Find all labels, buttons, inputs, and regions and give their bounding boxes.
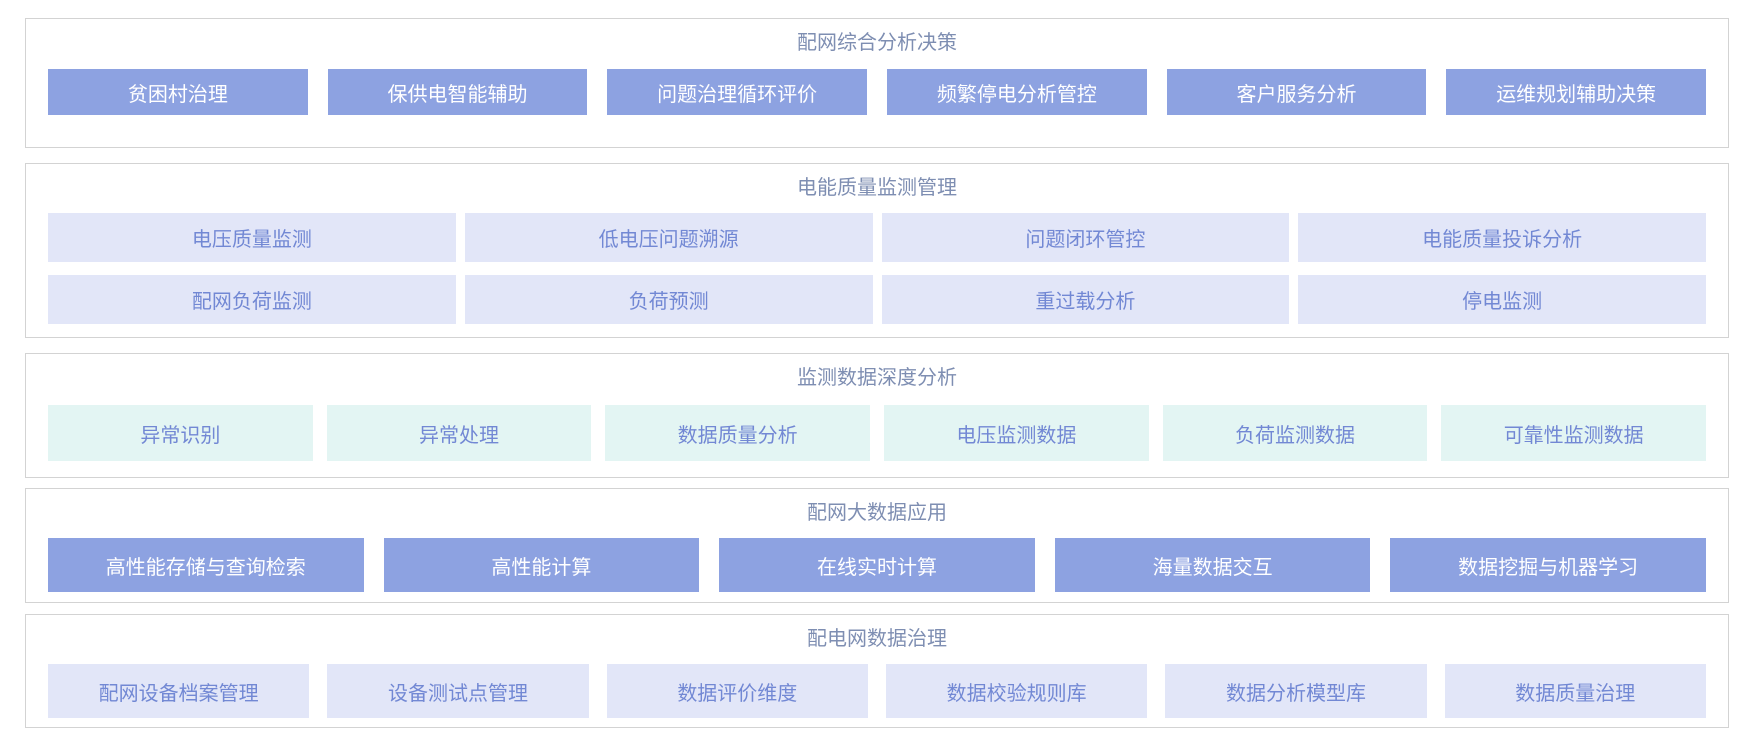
section-title-power-quality-monitoring: 电能质量监测管理: [797, 177, 957, 199]
button-row: 贫困村治理保供电智能辅助问题治理循环评价频繁停电分析管控客户服务分析运维规划辅助…: [48, 69, 1707, 115]
section-title-distribution-big-data-application: 配网大数据应用: [807, 502, 947, 524]
section-panel-distribution-network-data-governance: 配电网数据治理配网设备档案管理设备测试点管理数据评价维度数据校验规则库数据分析模…: [25, 614, 1729, 728]
module-button[interactable]: 低电压问题溯源: [464, 213, 873, 262]
module-button[interactable]: 设备测试点管理: [327, 664, 589, 718]
module-button[interactable]: 可靠性监测数据: [1441, 405, 1707, 461]
module-button[interactable]: 问题治理循环评价: [607, 69, 868, 115]
section-panel-distribution-big-data-application: 配网大数据应用高性能存储与查询检索高性能计算在线实时计算海量数据交互数据挖掘与机…: [25, 488, 1729, 603]
module-button[interactable]: 保供电智能辅助: [327, 69, 588, 115]
button-row: 配网设备档案管理设备测试点管理数据评价维度数据校验规则库数据分析模型库数据质量治…: [48, 664, 1706, 718]
module-button[interactable]: 高性能计算: [383, 538, 700, 592]
module-button[interactable]: 运维规划辅助决策: [1446, 69, 1707, 115]
module-button[interactable]: 异常处理: [326, 405, 592, 461]
module-button[interactable]: 负荷监测数据: [1162, 405, 1428, 461]
module-button[interactable]: 数据质量分析: [605, 405, 871, 461]
section-title-comprehensive-analysis-decision: 配网综合分析决策: [797, 32, 957, 54]
module-button[interactable]: 客户服务分析: [1166, 69, 1427, 115]
panel-stack: 配网综合分析决策贫困村治理保供电智能辅助问题治理循环评价频繁停电分析管控客户服务…: [25, 18, 1729, 728]
module-button[interactable]: 频繁停电分析管控: [887, 69, 1147, 115]
module-button[interactable]: 重过载分析: [881, 275, 1290, 324]
section-panel-monitoring-data-deep-analysis: 监测数据深度分析异常识别异常处理数据质量分析电压监测数据负荷监测数据可靠性监测数…: [25, 353, 1729, 478]
module-button[interactable]: 数据评价维度: [606, 664, 868, 718]
module-button[interactable]: 异常识别: [48, 405, 313, 461]
module-button[interactable]: 贫困村治理: [48, 69, 308, 115]
module-button[interactable]: 电压质量监测: [48, 213, 456, 262]
module-button[interactable]: 高性能存储与查询检索: [48, 538, 364, 592]
module-button[interactable]: 配网负荷监测: [48, 275, 456, 324]
module-button[interactable]: 负荷预测: [464, 275, 873, 324]
button-row: 配网负荷监测负荷预测重过载分析停电监测: [48, 275, 1706, 324]
section-panel-power-quality-monitoring: 电能质量监测管理电压质量监测低电压问题溯源问题闭环管控电能质量投诉分析配网负荷监…: [25, 163, 1729, 338]
module-button[interactable]: 电压监测数据: [884, 405, 1149, 461]
module-button[interactable]: 海量数据交互: [1054, 538, 1371, 592]
section-title-monitoring-data-deep-analysis: 监测数据深度分析: [797, 367, 957, 389]
module-button[interactable]: 数据质量治理: [1444, 664, 1706, 718]
module-button[interactable]: 停电监测: [1298, 275, 1706, 324]
button-row: 异常识别异常处理数据质量分析电压监测数据负荷监测数据可靠性监测数据: [48, 405, 1707, 461]
section-panel-comprehensive-analysis-decision: 配网综合分析决策贫困村治理保供电智能辅助问题治理循环评价频繁停电分析管控客户服务…: [25, 18, 1729, 148]
button-row: 电压质量监测低电压问题溯源问题闭环管控电能质量投诉分析: [48, 213, 1706, 262]
section-title-distribution-network-data-governance: 配电网数据治理: [807, 628, 947, 650]
module-button[interactable]: 问题闭环管控: [881, 213, 1290, 262]
button-row: 高性能存储与查询检索高性能计算在线实时计算海量数据交互数据挖掘与机器学习: [48, 538, 1706, 592]
module-button[interactable]: 电能质量投诉分析: [1298, 213, 1706, 262]
module-button[interactable]: 数据分析模型库: [1165, 664, 1427, 718]
module-button[interactable]: 在线实时计算: [719, 538, 1035, 592]
module-button[interactable]: 数据挖掘与机器学习: [1390, 538, 1706, 592]
module-button[interactable]: 数据校验规则库: [885, 664, 1148, 718]
module-button[interactable]: 配网设备档案管理: [48, 664, 310, 718]
